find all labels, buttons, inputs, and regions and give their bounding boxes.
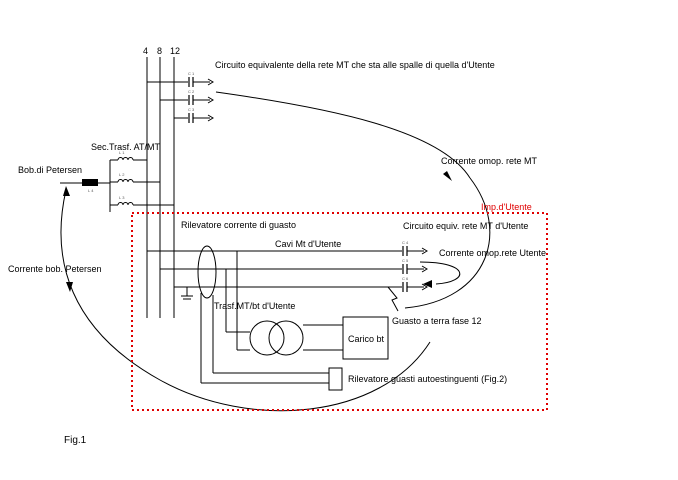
transformer-mt-bt bbox=[225, 251, 343, 356]
tag-c5: C 5 bbox=[402, 258, 409, 263]
arrow-head-icon bbox=[443, 171, 452, 181]
capacitor-c6 bbox=[402, 282, 428, 292]
label-trasf-mt-bt: Trasf.MT/bt d'Utente bbox=[214, 301, 295, 311]
tag-c4: C 4 bbox=[402, 240, 409, 245]
label-bob-petersen: Bob.di Petersen bbox=[18, 165, 82, 175]
detector-wires bbox=[200, 293, 329, 384]
label-carico-bt: Carico bt bbox=[348, 334, 385, 344]
current-loop-utente bbox=[419, 261, 461, 285]
label-circuito-equiv-utente: Circuito equiv. rete MT d'Utente bbox=[403, 221, 528, 231]
tag-l2: L 2 bbox=[119, 172, 125, 177]
arrow-head-icon bbox=[66, 282, 73, 292]
current-arc-petersen bbox=[60, 189, 431, 412]
label-cavi-mt: Cavi Mt d'Utente bbox=[275, 239, 341, 249]
current-arc-mt bbox=[215, 91, 471, 179]
bus-label-12: 12 bbox=[170, 46, 180, 56]
capacitor-c1 bbox=[188, 77, 210, 87]
tag-l4: L 4 bbox=[88, 188, 94, 193]
petersen-coil bbox=[60, 179, 110, 186]
tag-c6: C 6 bbox=[402, 276, 409, 281]
transformer-secondary bbox=[109, 157, 174, 212]
user-mt-cables bbox=[147, 246, 428, 292]
ground-arrow-icon bbox=[207, 78, 214, 86]
figure-caption: Fig.1 bbox=[64, 435, 87, 446]
capacitor-c2 bbox=[188, 95, 210, 105]
label-rilevatore-guasti: Rilevatore guasti autoestinguenti (Fig.2… bbox=[348, 374, 507, 384]
ground-fault-bolt-icon bbox=[387, 286, 399, 312]
arrow-head-icon bbox=[63, 186, 70, 196]
arrow-head-icon bbox=[423, 280, 432, 288]
fault-detector-box bbox=[328, 367, 343, 391]
label-guasto-terra: Guasto a terra fase 12 bbox=[392, 316, 482, 326]
capacitor-c4 bbox=[402, 246, 428, 256]
capacitor-c3 bbox=[188, 113, 210, 123]
label-equivalent-circuit-mt: Circuito equivalente della rete MT che s… bbox=[215, 60, 495, 70]
mt-network-capacitors bbox=[147, 77, 214, 123]
ground-icon bbox=[181, 287, 193, 300]
bus-label-8: 8 bbox=[157, 46, 162, 56]
label-corrente-omop-utente: Corrente omop.rete Utente bbox=[439, 248, 546, 258]
label-rilevatore-corrente: Rilevatore corrente di guasto bbox=[181, 220, 296, 230]
current-arc-mt-return bbox=[404, 177, 491, 309]
label-corrente-omop-mt: Corrente omop. rete MT bbox=[441, 156, 538, 166]
bus-label-4: 4 bbox=[143, 46, 148, 56]
capacitor-c5 bbox=[402, 264, 428, 274]
tag-l1: L 1 bbox=[119, 150, 125, 155]
ground-arrow-icon bbox=[207, 114, 214, 122]
inductor-l3 bbox=[117, 202, 134, 206]
tag-l3: L 3 bbox=[119, 195, 125, 200]
tag-c2: C 2 bbox=[188, 89, 195, 94]
label-sec-trasf: Sec.Trasf. AT/MT bbox=[91, 142, 161, 152]
load-box bbox=[342, 316, 389, 360]
user-boundary bbox=[131, 212, 548, 411]
bus-bars bbox=[146, 57, 175, 318]
label-corrente-bob: Corrente bob. Petersen bbox=[8, 264, 102, 274]
label-imp-utente: Imp.d'Utente bbox=[481, 202, 532, 212]
inductor-l1 bbox=[117, 157, 134, 161]
tag-c3: C 3 bbox=[188, 107, 195, 112]
coil-l4 bbox=[82, 179, 98, 186]
ground-arrow-icon bbox=[207, 96, 214, 104]
tag-c1: C 1 bbox=[188, 71, 195, 76]
fault-current-sensor bbox=[197, 245, 217, 299]
inductor-l2 bbox=[117, 179, 134, 183]
